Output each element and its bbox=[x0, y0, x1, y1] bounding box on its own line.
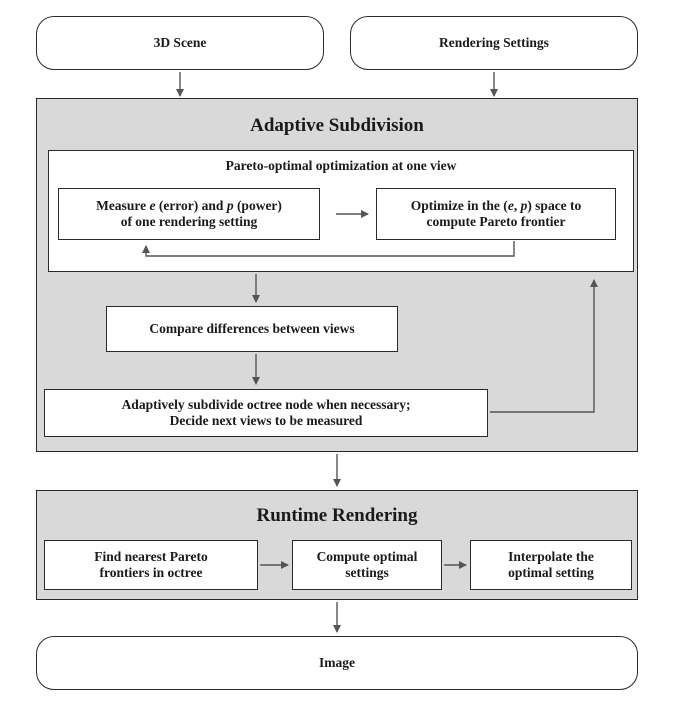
interpolate-line2: optimal setting bbox=[508, 565, 594, 580]
interpolate-line1: Interpolate the bbox=[508, 549, 594, 564]
compare-views-label: Compare differences between views bbox=[149, 321, 355, 336]
subdivide-box: Adaptively subdivide octree node when ne… bbox=[44, 389, 488, 437]
runtime-rendering-title: Runtime Rendering bbox=[256, 505, 418, 526]
scene-input-box: 3D Scene bbox=[36, 16, 324, 70]
find-frontiers-line1: Find nearest Pareto bbox=[94, 549, 208, 564]
optimize-step-line1: Optimize in the (e, p) space to bbox=[410, 198, 582, 213]
compute-settings-line1: Compute optimal bbox=[316, 549, 418, 564]
compare-views-box: Compare differences between views bbox=[106, 306, 398, 352]
settings-label: Rendering Settings bbox=[439, 35, 549, 50]
settings-input-box: Rendering Settings bbox=[350, 16, 638, 70]
subdivide-line1: Adaptively subdivide octree node when ne… bbox=[121, 397, 411, 412]
image-output-box: Image bbox=[36, 636, 638, 690]
pareto-optimization-title: Pareto-optimal optimization at one view bbox=[225, 158, 457, 173]
interpolate-box: Interpolate the optimal setting bbox=[470, 540, 632, 590]
subdivide-line2: Decide next views to be measured bbox=[169, 413, 363, 428]
image-output-label: Image bbox=[319, 655, 355, 670]
compute-settings-line2: settings bbox=[345, 565, 389, 580]
find-frontiers-box: Find nearest Pareto frontiers in octree bbox=[44, 540, 258, 590]
optimize-step-line2: compute Pareto frontier bbox=[426, 214, 566, 229]
measure-step-box: Measure e (error) and p (power) of one r… bbox=[58, 188, 320, 240]
measure-step-line2: of one rendering setting bbox=[120, 214, 258, 229]
compute-settings-box: Compute optimal settings bbox=[292, 540, 442, 590]
adaptive-subdivision-title: Adaptive Subdivision bbox=[250, 115, 424, 136]
find-frontiers-line2: frontiers in octree bbox=[99, 565, 203, 580]
scene-label: 3D Scene bbox=[153, 35, 207, 50]
measure-step-line1: Measure e (error) and p (power) bbox=[96, 198, 282, 213]
optimize-step-box: Optimize in the (e, p) space to compute … bbox=[376, 188, 616, 240]
